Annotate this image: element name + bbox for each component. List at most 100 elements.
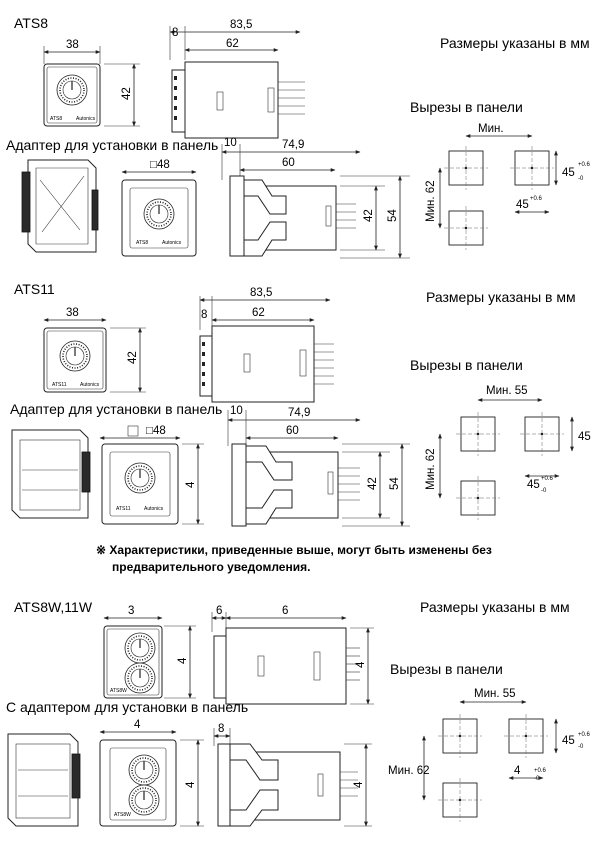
front-view: 38 ATS11 Autonics 42	[43, 307, 146, 393]
front-brand: Autonics	[80, 382, 100, 388]
adapter-photo	[21, 159, 99, 253]
cutout-tol-minus: -0	[578, 176, 584, 182]
cutout-size-h: 4	[514, 765, 521, 777]
notice-text: ※ Характеристики, приведенные выше, могу…	[96, 543, 492, 557]
dim-adapter-height: 4	[353, 781, 365, 788]
dim-front-height: 42	[121, 87, 133, 100]
adapter-front: 4 ATS8W 4	[99, 719, 204, 827]
adapter-front: □48 ATS8 Autonics	[121, 159, 197, 257]
dim-side-length: 83,5	[250, 287, 272, 299]
cutout-tol-minus: -0	[541, 488, 547, 494]
dim-side-flange: 8	[172, 27, 178, 39]
adapter-front-brand: Autonics	[162, 240, 182, 246]
adapter-photo	[7, 733, 81, 827]
panel-cutouts: Мин. 55 Мин. 62 45 +0.6 -0 4 +0.6 -0	[388, 688, 591, 823]
dim-adapter-length: 74,9	[288, 407, 310, 419]
adapter-label: Адаптер для установки в панель	[10, 401, 222, 417]
adapter-front: □48 ATS11 Autonics 4	[99, 425, 204, 525]
dim-adapter-body: 60	[282, 157, 295, 169]
dim-adapter-width: 4	[134, 719, 141, 731]
front-brand: Autonics	[76, 116, 96, 122]
dim-side-body: 62	[226, 38, 239, 50]
cutout-size-h: 45	[516, 199, 529, 211]
dim-adapter-height: 4	[185, 781, 197, 788]
dim-adapter-height: 4	[185, 481, 197, 488]
side-view: 83,5 8 62	[199, 287, 334, 403]
dim-front-width: 38	[66, 307, 79, 319]
dim-adapter-flange: 10	[224, 137, 237, 149]
dim-adapter-width: □48	[146, 425, 166, 437]
section-ats8: ATS8 Размеры указаны в мм Вырезы в панел…	[6, 15, 591, 259]
model-title: ATS11	[14, 281, 55, 297]
cutout-vpitch: Мин. 62	[425, 448, 437, 490]
model-title: ATS8	[14, 15, 48, 31]
dim-front-width: 3	[128, 605, 134, 617]
dim-side-flange: 8	[201, 309, 207, 321]
dim-front-width: 38	[66, 39, 79, 51]
cutout-size: 45	[562, 167, 575, 179]
cutout-size-h-tol-plus: +0.6	[534, 768, 547, 774]
dim-front-height: 4	[177, 657, 189, 664]
units-note: Размеры указаны в мм	[426, 289, 576, 305]
front-name: ATS8	[50, 116, 62, 122]
dim-side-height: 4	[355, 661, 367, 668]
units-note: Размеры указаны в мм	[440, 35, 590, 51]
adapter-side: 74,9 10 60 42 54	[227, 405, 410, 527]
side-view: 83,5 8 62	[169, 19, 305, 139]
dim-adapter-length: 74,9	[282, 139, 304, 151]
dim-side-body: 6	[282, 605, 288, 617]
cutout-size-h-tol: +0.6	[530, 196, 543, 202]
adapter-label: Адаптер для установки в панель	[6, 137, 218, 153]
cutout-pitch: Мин. 55	[486, 385, 528, 397]
dim-adapter-flange: 10	[230, 405, 243, 417]
adapter-front-name: ATS11	[116, 506, 131, 512]
panel-cutouts: Мин. 55 Мин. 62 45 45 +0.6 -0	[425, 385, 591, 521]
front-view: 38 ATS8 Autonics 42	[43, 39, 140, 127]
cutout-tol-minus: -0	[578, 744, 584, 750]
dim-side-flange: 6	[216, 605, 222, 617]
adapter-label: С адаптером для установки в панель	[6, 699, 248, 715]
adapter-front-name: ATS8	[136, 240, 148, 246]
dim-side-body: 62	[252, 307, 265, 319]
front-name: ATS11	[52, 382, 67, 388]
cutout-vpitch: Мин. 62	[388, 765, 430, 777]
cutout-size: 45	[562, 735, 575, 747]
dim-adapter-width: □48	[150, 159, 170, 171]
front-name: ATS8W	[110, 688, 127, 694]
dim-adapter-h1: 42	[367, 477, 379, 490]
dim-adapter-h1: 42	[363, 209, 375, 222]
panel-cutouts-title: Вырезы в панели	[410, 99, 523, 115]
adapter-front-brand: Autonics	[144, 506, 164, 512]
adapter-front-name: ATS8W	[114, 812, 131, 818]
panel-cutouts-title: Вырезы в панели	[390, 661, 503, 677]
side-view: 6 6 4	[211, 605, 374, 705]
cutout-tol-plus: +0.6	[578, 732, 591, 738]
dim-adapter-h2: 54	[387, 209, 399, 222]
dim-adapter-h2: 54	[389, 477, 401, 490]
cutout-size-h-tol-minus: -0	[534, 776, 540, 782]
cutout-tol-plus: +0.6	[578, 162, 591, 168]
panel-cutouts: Мин. Мин. 62 45 +0.6 -0 45 +0.6	[425, 123, 591, 251]
front-view: 3 ATS8W 4	[103, 605, 196, 699]
adapter-photo	[11, 429, 91, 519]
cutout-pitch: Мин. 55	[474, 688, 516, 700]
section-ats8w-11w: ATS8W,11W Размеры указаны в мм Вырезы в …	[6, 599, 591, 827]
cutout-size-h: 45	[527, 479, 540, 491]
section-ats11: ATS11 Размеры указаны в мм Вырезы в пане…	[10, 281, 591, 527]
panel-cutouts-title: Вырезы в панели	[410, 357, 523, 373]
units-note: Размеры указаны в мм	[420, 599, 570, 615]
cutout-vpitch: Мин. 62	[425, 180, 437, 222]
cutout-size: 45	[578, 431, 591, 443]
notice-text-line-2: предварительного уведомления.	[112, 560, 310, 574]
adapter-side: 8 4	[213, 723, 372, 827]
dim-adapter-body: 60	[286, 425, 299, 437]
cutout-pitch: Мин.	[478, 123, 504, 135]
dim-side-length: 83,5	[230, 19, 252, 31]
dim-front-height: 42	[127, 351, 139, 364]
spec-change-notice: ※ Характеристики, приведенные выше, могу…	[96, 543, 495, 574]
model-title: ATS8W,11W	[14, 599, 93, 615]
adapter-side: 74,9 10 60 42 54	[221, 137, 410, 259]
dim-adapter-flange: 8	[218, 723, 224, 735]
cutout-tol-plus: +0.6	[541, 476, 554, 482]
